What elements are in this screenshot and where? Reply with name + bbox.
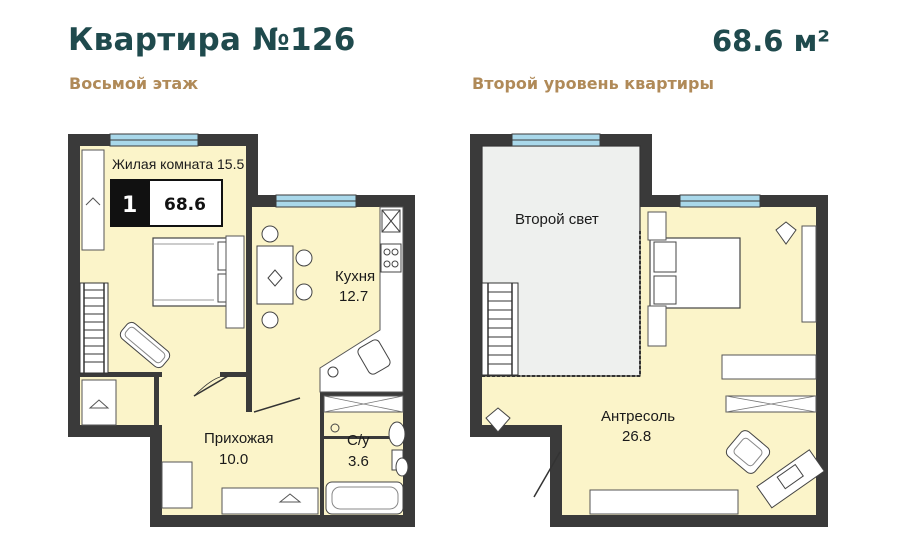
- armchair-icon-level2: [725, 430, 771, 474]
- bed-icon-level2: [649, 237, 741, 309]
- room-label-kitchen: Кухня: [335, 268, 375, 285]
- room-area-hallway: 10.0: [219, 451, 248, 468]
- plan-level-2: Второй свет Антресоль 26.8: [470, 133, 828, 527]
- plan-level-1: Жилая комната 15.5 Кухня 12.7 Прихожая 1…: [68, 133, 415, 527]
- room-label-second-light: Второй свет: [515, 211, 599, 228]
- badge-rooms: 1: [122, 193, 137, 218]
- apartment-title: Квартира №126: [68, 22, 356, 58]
- room-label-bathroom: С/у: [347, 432, 370, 449]
- room-label-living: Жилая комната 15.5: [112, 156, 244, 172]
- room-label-mezzanine: Антресоль: [601, 408, 675, 425]
- badge-area: 68.6: [164, 195, 206, 215]
- dining-table-icon: [256, 225, 313, 329]
- floor-label: Восьмой этаж: [69, 74, 199, 93]
- room-area-bathroom: 3.6: [348, 453, 369, 470]
- total-area: 68.6 м²: [711, 24, 830, 58]
- armchair-icon: [119, 321, 171, 369]
- stairs-icon-level2: [481, 282, 519, 376]
- room-area-kitchen: 12.7: [339, 288, 368, 305]
- level2-label: Второй уровень квартиры: [472, 74, 714, 93]
- desk-icon: [756, 449, 825, 509]
- room-area-mezzanine: 26.8: [622, 428, 651, 445]
- plant-icon: [485, 407, 511, 433]
- room-count-badge: 1 68.6: [110, 179, 223, 227]
- stairs-icon: [79, 282, 109, 374]
- plant-icon: [775, 221, 797, 245]
- room-label-hallway: Прихожая: [204, 430, 274, 447]
